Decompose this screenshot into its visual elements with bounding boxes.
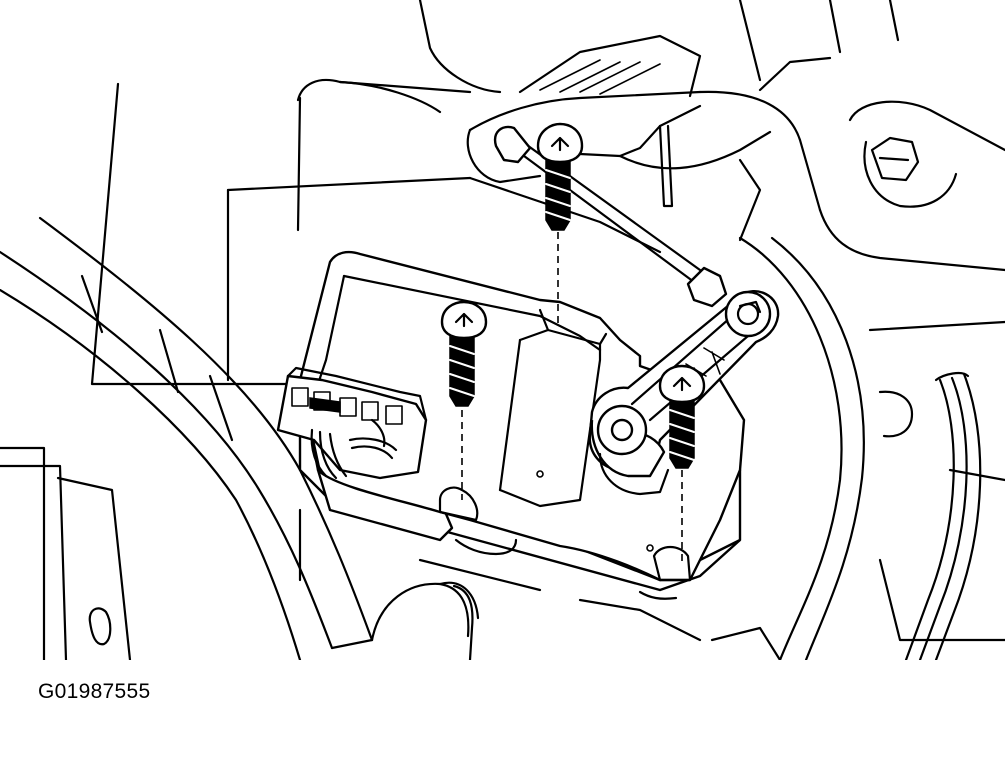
screw-middle bbox=[442, 302, 486, 500]
background-structure bbox=[0, 0, 1005, 660]
module-housing bbox=[278, 252, 744, 599]
component-illustration bbox=[0, 0, 1005, 660]
screw-right bbox=[660, 366, 704, 566]
screw-top bbox=[538, 124, 582, 328]
wire-harness bbox=[0, 218, 478, 660]
electrical-connector bbox=[278, 368, 426, 478]
figure-id-label: G01987555 bbox=[38, 680, 151, 703]
